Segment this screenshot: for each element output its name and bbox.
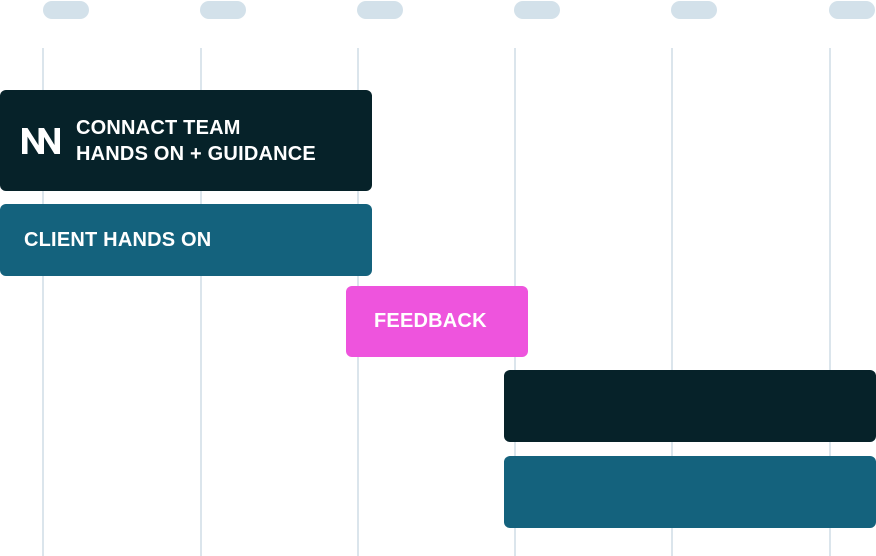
grid-line-5 [671,48,673,556]
grid-line-6 [829,48,831,556]
grid-line-2 [200,48,202,556]
connact-team-bar: CONNACT TEAM HANDS ON + GUIDANCE [0,90,372,191]
feedback-label: FEEDBACK [374,310,487,332]
column-header-pill-3 [357,1,403,19]
timeline-bar-5 [504,456,876,528]
connact-team-label: CONNACT TEAM HANDS ON + GUIDANCE [76,115,316,167]
column-header-pill-4 [514,1,560,19]
column-header-pill-5 [671,1,717,19]
feedback-bar: FEEDBACK [346,286,528,357]
grid-line-1 [42,48,44,556]
connact-team-label-line1: CONNACT TEAM [76,116,241,139]
client-hands-on-bar: CLIENT HANDS ON [0,204,372,276]
client-hands-on-label: CLIENT HANDS ON [24,228,212,251]
nn-logo-icon [22,127,60,154]
timeline-bar-4 [504,370,876,442]
column-header-pill-6 [829,1,875,19]
column-header-pill-2 [200,1,246,19]
connact-team-label-line2: HANDS ON + GUIDANCE [76,142,316,165]
column-header-pill-1 [43,1,89,19]
